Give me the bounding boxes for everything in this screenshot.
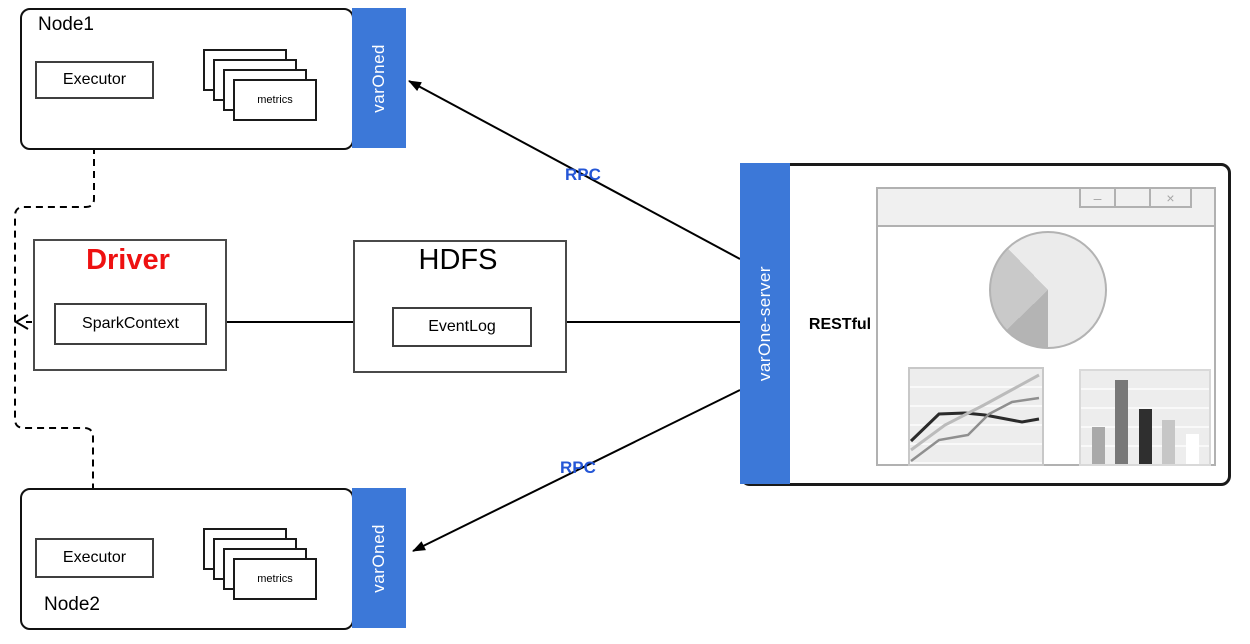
bar-5 — [1185, 434, 1199, 464]
metrics-card-front: metrics — [233, 79, 317, 121]
rpc-label-top: RPC — [565, 165, 601, 184]
node2-varoned-bar: varOned — [352, 488, 406, 628]
node2-label: Node2 — [44, 594, 100, 615]
driver-title: Driver — [86, 244, 170, 276]
restful-label: RESTful — [808, 316, 872, 333]
node1-varoned-label: varOned — [369, 43, 388, 113]
minimize-button[interactable]: – — [1079, 189, 1116, 208]
rpc-label-bottom: RPC — [560, 458, 596, 477]
browser-titlebar: – × — [878, 189, 1214, 227]
hdfs-box — [353, 240, 567, 373]
bar-1 — [1091, 427, 1105, 464]
window-controls: – × — [1079, 189, 1192, 208]
close-button[interactable]: × — [1149, 189, 1192, 208]
sparkcontext-box: SparkContext — [54, 303, 207, 345]
varone-server-bar: varOne-server — [740, 163, 790, 484]
light-line — [910, 373, 1040, 452]
eventlog-box: EventLog — [392, 307, 532, 347]
pie-chart — [989, 231, 1107, 349]
maximize-button[interactable] — [1114, 189, 1151, 208]
bar-4 — [1162, 420, 1175, 464]
varone-server-label: varOne-server — [755, 265, 774, 382]
metrics-card-front: metrics — [233, 558, 317, 600]
bar-2 — [1115, 380, 1128, 464]
hdfs-title: HDFS — [418, 244, 498, 276]
node1-executor-box: Executor — [35, 61, 154, 99]
mid-line — [910, 396, 1040, 462]
bar-chart-panel — [1079, 369, 1211, 466]
line-chart — [909, 373, 1040, 462]
node1-varoned-bar: varOned — [352, 8, 406, 148]
line-chart-panel — [908, 367, 1044, 466]
node2-varoned-label: varOned — [369, 523, 388, 593]
dark-line — [909, 411, 1040, 443]
node1-label: Node1 — [38, 14, 94, 35]
bar-3 — [1138, 409, 1152, 464]
node2-executor-box: Executor — [35, 538, 154, 578]
dashed-open-arrowhead — [14, 314, 29, 330]
